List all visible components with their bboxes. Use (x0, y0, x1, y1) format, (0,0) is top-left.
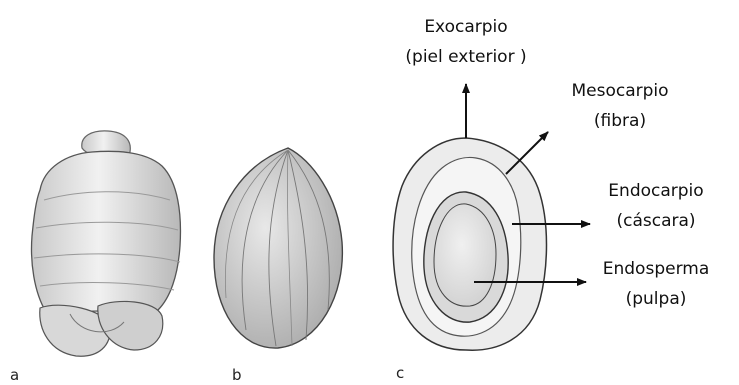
endosperm-desc-label: (pulpa) (626, 289, 687, 309)
mesocarp-desc-label: (fibra) (594, 111, 646, 131)
exocarp-desc-label: (piel exterior ) (405, 47, 526, 67)
endosperm-name-label: Endosperma (603, 259, 709, 279)
nut-drawing (214, 148, 342, 348)
endocarp-desc-label: (cáscara) (616, 211, 695, 231)
mesocarp-name-label: Mesocarpio (571, 81, 668, 101)
cross-section-drawing (393, 138, 546, 350)
endocarp-name-label: Endocarpio (608, 181, 703, 201)
panel-label-b: b (232, 366, 242, 384)
exocarp-name-label: Exocarpio (424, 17, 507, 37)
whole-fruit-drawing (32, 131, 181, 356)
panel-label-a: a (10, 366, 19, 384)
panel-label-c: c (396, 364, 404, 382)
